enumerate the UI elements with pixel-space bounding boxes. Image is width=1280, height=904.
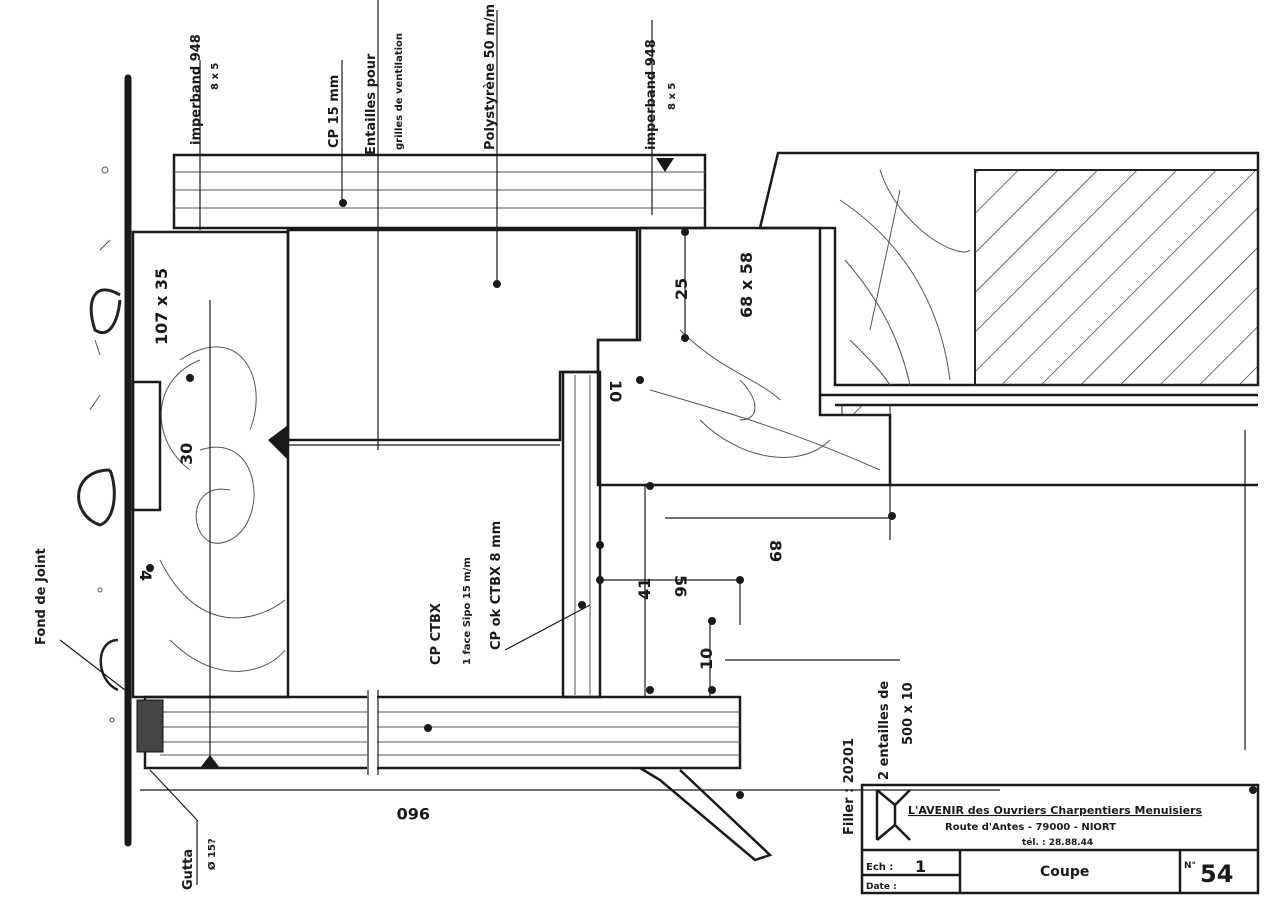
- scale-label: Ech :: [866, 862, 893, 873]
- label-entailles-bottom: 2 entailles de: [877, 681, 892, 780]
- label-imperband-right: imperband 948: [644, 39, 659, 150]
- polystyrene-insulation: [286, 228, 639, 442]
- number-label: N°: [1184, 861, 1196, 871]
- label-gutta-size: Ø 15?: [206, 838, 218, 870]
- dim-10-top: 10: [606, 380, 625, 402]
- label-fond-de-joint: Fond de Joint: [34, 548, 49, 645]
- label-imperband-left-size: 8 x 5: [210, 63, 221, 90]
- drawing-number: 54: [1200, 860, 1233, 888]
- label-entailles-bottom-size: 500 x 10: [901, 682, 916, 745]
- company-logo: [875, 789, 911, 841]
- company-address: Route d'Antes - 79000 - NIORT: [945, 822, 1116, 833]
- dim-30: 30: [177, 443, 196, 465]
- imperband-marker: [656, 158, 674, 172]
- dim-25: 25: [672, 278, 691, 300]
- label-post-section: 107 x 35: [152, 268, 171, 345]
- dim-960: 960: [397, 804, 430, 823]
- label-filler: Filler : 20201: [842, 738, 857, 835]
- right-frame: [758, 151, 1260, 750]
- dimension-dots: [146, 199, 1257, 799]
- plywood-strip: [561, 370, 602, 699]
- dim-10-bottom: 10: [697, 648, 716, 670]
- scale-value: 1: [915, 857, 926, 876]
- label-block-section: 68 x 58: [737, 252, 756, 318]
- dim-4: 4: [136, 570, 155, 581]
- label-gutta: Gutta: [181, 849, 196, 890]
- title-block: L'AVENIR des Ouvriers Charpentiers Menui…: [860, 783, 1260, 895]
- label-entailles: Entailles pour: [364, 53, 379, 155]
- label-cp-ctbx: CP CTBX: [429, 603, 444, 665]
- dim-56: 56: [671, 575, 690, 597]
- label-imperband-left: imperband 948: [189, 34, 204, 145]
- dimension-lines: [59, 0, 1000, 885]
- bottom-board: [136, 690, 742, 775]
- label-cp-15mm: CP 15 mm: [327, 75, 342, 148]
- label-polystyrene: Polystyrène 50 m/m: [483, 4, 498, 150]
- drawing-title: Coupe: [1040, 864, 1089, 880]
- label-cp-ok-ctbx: CP ok CTBX 8 mm: [489, 521, 504, 650]
- dim-41: 41: [635, 578, 654, 600]
- label-grilles-ventilation: grilles de ventilation: [394, 33, 405, 150]
- company-name: L'AVENIR des Ouvriers Charpentiers Menui…: [908, 804, 1203, 817]
- masonry-marks: [77, 166, 122, 723]
- top-board: [172, 153, 707, 230]
- dim-89: 89: [766, 540, 785, 562]
- drip-profile: [639, 766, 773, 862]
- label-face-sipo: 1 face Sipo 15 m/m: [462, 557, 473, 665]
- company-phone: tél. : 28.88.44: [1022, 837, 1093, 848]
- label-imperband-right-size: 8 x 5: [667, 83, 678, 110]
- date-label: Date :: [866, 882, 897, 892]
